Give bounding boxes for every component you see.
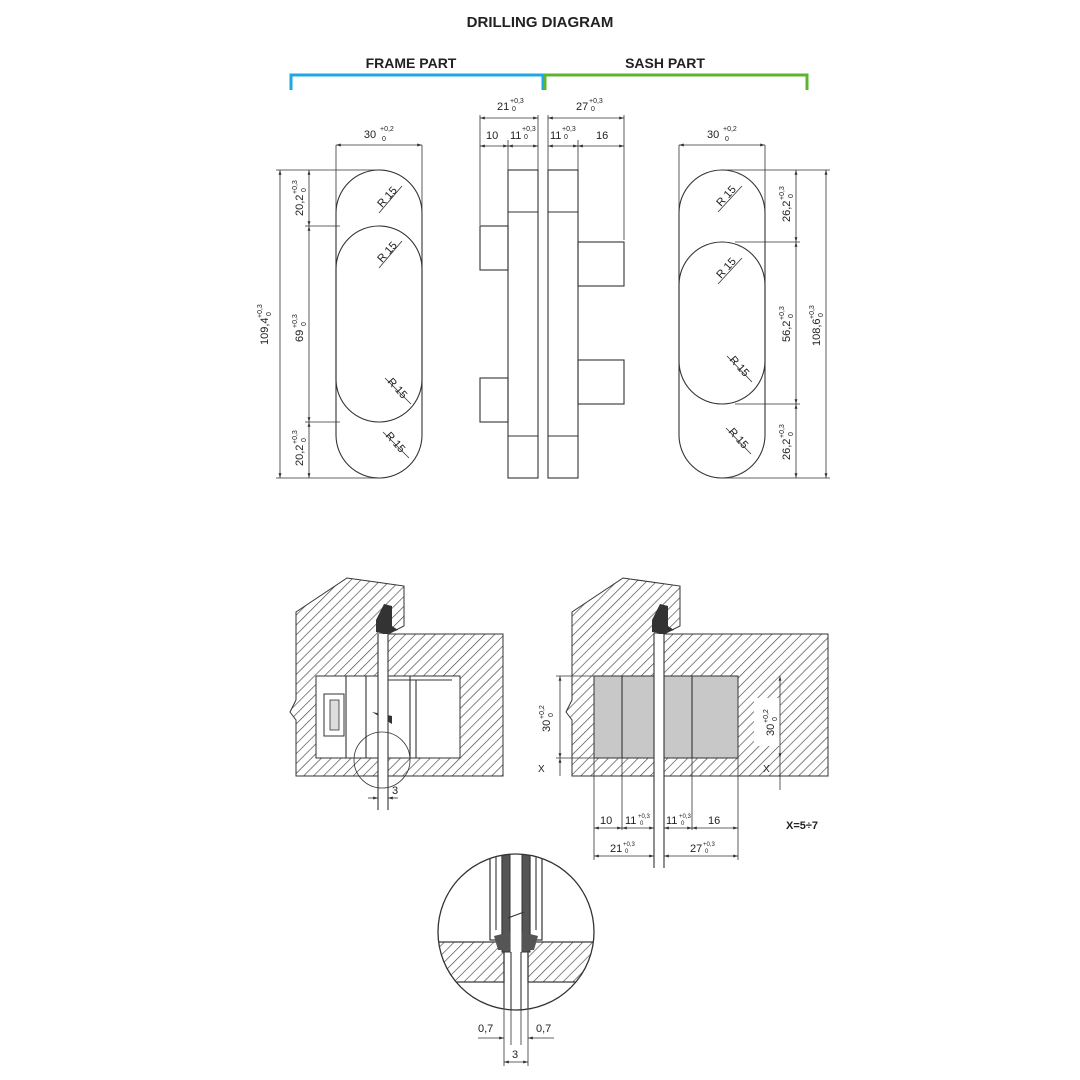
detail-left-gap: 0,7	[478, 1023, 493, 1035]
svg-text:+0,3: +0,3	[779, 424, 786, 438]
detail-callout-circle	[353, 731, 411, 789]
svg-text:+0,3: +0,3	[638, 814, 651, 820]
x-formula: X=5÷7	[786, 820, 818, 832]
svg-text:0: 0	[564, 134, 568, 141]
svg-text:+0,3: +0,3	[589, 98, 603, 105]
frame-top-seg: 20,2	[294, 195, 306, 216]
sash-slot-inner-outline	[678, 241, 766, 405]
svg-text:0: 0	[725, 136, 729, 143]
frame-width-tol: +0,2	[380, 126, 394, 133]
svg-text:0: 0	[548, 713, 555, 717]
sash-slot-outline	[678, 169, 766, 479]
sash-slot-drawing: 30 +0,2 0 26,2 +0,3 0 56,2 +0,3 0 26,2 +…	[678, 126, 830, 479]
sash-width-value: 30	[707, 129, 719, 141]
svg-text:+0,3: +0,3	[779, 306, 786, 320]
installed-section-view: 3	[289, 577, 504, 810]
section-height-right: 30	[765, 724, 777, 736]
svg-text:+0,3: +0,3	[562, 126, 576, 133]
svg-text:+0,2: +0,2	[539, 705, 546, 719]
profile-frame-depth: 21	[497, 101, 509, 113]
detail-right-gap: 0,7	[536, 1023, 551, 1035]
frame-radius-label-4: R 15	[383, 430, 407, 455]
svg-text:+0,3: +0,3	[292, 314, 299, 328]
profile-d16: 16	[596, 130, 608, 142]
svg-text:+0,2: +0,2	[723, 126, 737, 133]
profile-d10: 10	[486, 130, 498, 142]
gap-detail-view: 0,7 0,7 3	[437, 853, 595, 1066]
svg-text:0: 0	[625, 849, 629, 855]
profile-d11-frame: 11	[510, 130, 521, 142]
svg-text:+0,3: +0,3	[809, 305, 816, 319]
frame-bot-seg: 20,2	[294, 445, 306, 466]
section-d21: 21	[610, 843, 622, 855]
svg-text:0: 0	[705, 849, 709, 855]
svg-text:+0,3: +0,3	[679, 814, 692, 820]
svg-text:0: 0	[301, 188, 308, 192]
sash-bot-seg: 26,2	[781, 439, 793, 460]
svg-text:+0,3: +0,3	[257, 304, 264, 318]
svg-text:+0,3: +0,3	[522, 126, 536, 133]
frame-total-value: 109,4	[259, 317, 271, 345]
svg-text:0: 0	[640, 821, 644, 827]
svg-text:0: 0	[301, 322, 308, 326]
section-gap-value: 3	[392, 785, 398, 797]
svg-text:+0,3: +0,3	[292, 180, 299, 194]
frame-radius-label-1: R 15	[375, 185, 399, 210]
svg-text:0: 0	[512, 106, 516, 113]
svg-text:+0,3: +0,3	[292, 430, 299, 444]
detail-gap: 3	[512, 1049, 518, 1061]
sash-radius-label-1: R 15	[714, 184, 738, 209]
sash-total-value: 108,6	[811, 318, 823, 346]
page-title: DRILLING DIAGRAM	[467, 14, 614, 31]
svg-text:0: 0	[788, 314, 795, 318]
sash-part-bracket	[543, 73, 809, 90]
svg-text:+0,2: +0,2	[763, 709, 770, 723]
detail-circle	[437, 853, 595, 1011]
section-d27: 27	[690, 843, 702, 855]
svg-text:+0,3: +0,3	[703, 842, 716, 848]
frame-slot-inner-outline	[335, 225, 423, 423]
frame-width-value: 30	[364, 129, 376, 141]
sash-top-seg: 26,2	[781, 201, 793, 222]
sash-radius-label-3: R 15	[727, 354, 751, 379]
hinge-profile-drawing: 21 +0,3 0 27 +0,3 0 10 11 +0,3 0 11 +0,3…	[479, 98, 625, 479]
section-d10: 10	[600, 815, 612, 827]
svg-text:0: 0	[524, 134, 528, 141]
frame-slot-drawing: 30 +0,2 0 109,4 +0,3 0 20,2 +0,3 0 69 +0…	[257, 126, 423, 479]
frame-slot-outline	[335, 169, 423, 479]
sash-radius-label-4: R 15	[726, 426, 750, 451]
frame-part-bracket	[289, 73, 545, 90]
x-label-left: X	[538, 764, 545, 775]
sash-radius-label-2: R 15	[714, 256, 738, 281]
sash-mid-seg: 56,2	[781, 321, 793, 342]
svg-text:0: 0	[301, 438, 308, 442]
sash-part-label: SASH PART	[625, 55, 705, 71]
section-d11-frame: 11	[625, 815, 636, 827]
frame-pocket	[593, 675, 655, 759]
svg-text:0: 0	[591, 106, 595, 113]
profile-sash-depth: 27	[576, 101, 588, 113]
frame-radius-label-3: R 15	[385, 376, 409, 401]
profile-d11-sash: 11	[550, 130, 561, 142]
svg-text:0: 0	[266, 312, 273, 316]
dimension-section-view: 30 +0,2 0 X 30 +0,2 0 X 10 11 +0,3 0 11 …	[538, 577, 829, 868]
section-height-left: 30	[541, 720, 553, 732]
svg-text:0: 0	[382, 136, 386, 143]
frame-part-label: FRAME PART	[366, 55, 457, 71]
svg-text:0: 0	[772, 717, 779, 721]
section-d11-sash: 11	[666, 815, 677, 827]
svg-text:0: 0	[788, 194, 795, 198]
svg-text:+0,3: +0,3	[510, 98, 524, 105]
svg-text:0: 0	[818, 313, 825, 317]
x-label-right: X	[763, 764, 770, 775]
sash-pocket	[663, 675, 739, 759]
svg-text:+0,3: +0,3	[623, 842, 636, 848]
frame-mid-seg: 69	[294, 330, 306, 342]
svg-text:0: 0	[681, 821, 685, 827]
svg-text:+0,3: +0,3	[779, 186, 786, 200]
frame-radius-label-2: R 15	[375, 240, 399, 265]
svg-text:0: 0	[788, 432, 795, 436]
section-d16: 16	[708, 815, 720, 827]
